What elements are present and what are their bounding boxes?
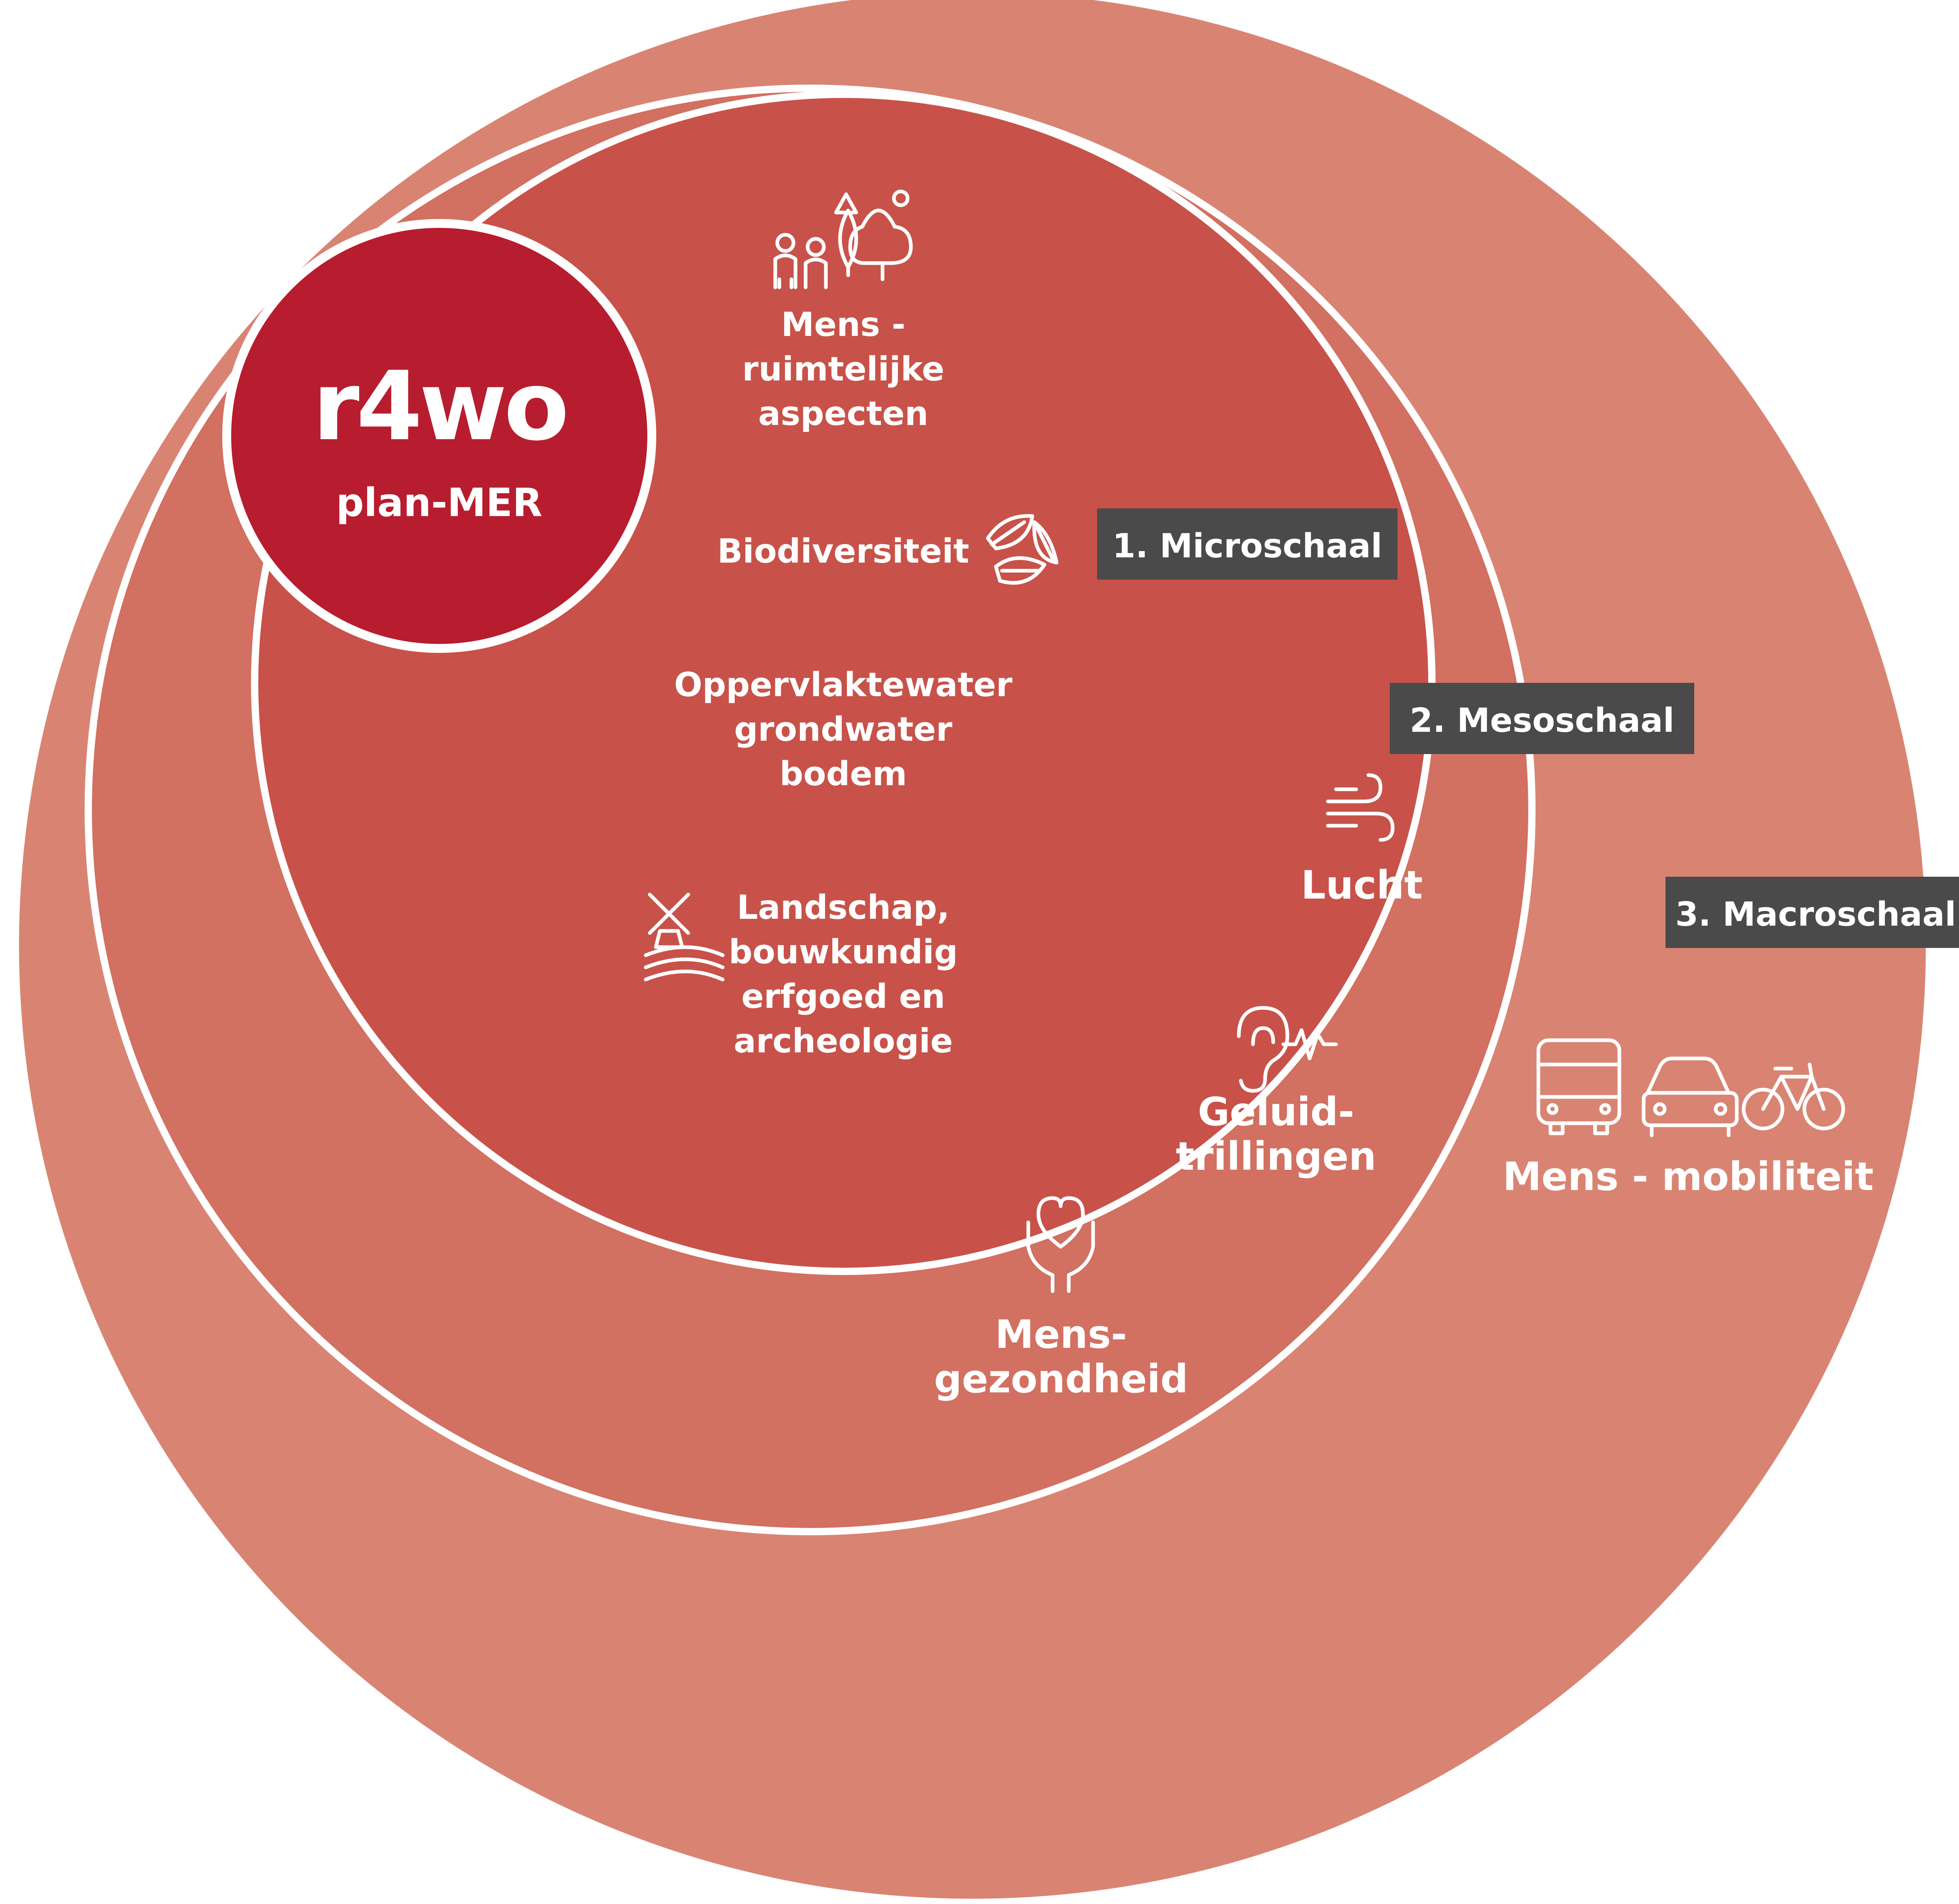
mens-ruimtelijke-label-1: Mens -	[781, 306, 906, 344]
geluid-label-1: Geluid-	[1198, 1089, 1355, 1135]
car-icon	[1642, 1056, 1739, 1137]
microschaal-tag	[1097, 508, 1397, 580]
gezondheid-label-2: gezondheid	[934, 1356, 1188, 1402]
landschap-label-4: archeologie	[734, 1022, 953, 1060]
wind-icon	[1326, 773, 1395, 842]
plan-mer-label: plan-MER	[336, 480, 542, 525]
microschaal-tag-label: 1. Microschaal	[1112, 527, 1382, 565]
trees-icon	[834, 189, 913, 281]
mesoschaal-tag	[1390, 683, 1694, 754]
bicycle-icon	[1742, 1062, 1845, 1130]
mesoschaal-tag-label: 2. Mesoschaal	[1410, 701, 1674, 740]
biodiversiteit-label: Biodiversiteit	[717, 532, 969, 571]
bus-icon	[1536, 1038, 1621, 1135]
people-icon	[773, 233, 828, 289]
leaves-icon	[986, 514, 1059, 585]
macroschaal-tag-label: 3. Macroschaal	[1675, 895, 1956, 934]
oppervlaktewater-label-2: grondwater	[734, 710, 953, 749]
macroschaal-tag	[1665, 877, 1959, 948]
lucht-label: Lucht	[1301, 863, 1423, 908]
mens-mobiliteit-label: Mens - mobiliteit	[1503, 1154, 1874, 1199]
gezondheid-label-1: Mens-	[995, 1312, 1127, 1357]
oppervlaktewater-label-1: Oppervlaktewater	[674, 666, 1012, 704]
landschap-label-3: erfgoed en	[741, 978, 945, 1016]
mens-ruimtelijke-label-3: aspecten	[758, 395, 928, 433]
r4wo-logo: r4wo	[313, 351, 566, 462]
windmill-icon	[644, 892, 725, 982]
oppervlaktewater-label-3: bodem	[780, 755, 907, 793]
geluid-label-2: trillingen	[1176, 1134, 1376, 1179]
landschap-label-2: bouwkundig	[729, 933, 958, 971]
plan-mer-circle	[222, 219, 656, 653]
mens-ruimtelijke-label-2: ruimtelijke	[742, 350, 944, 389]
ear-icon	[1237, 1006, 1338, 1093]
heart-hands-icon	[1026, 1196, 1095, 1293]
landschap-label-1: Landschap,	[737, 888, 950, 927]
